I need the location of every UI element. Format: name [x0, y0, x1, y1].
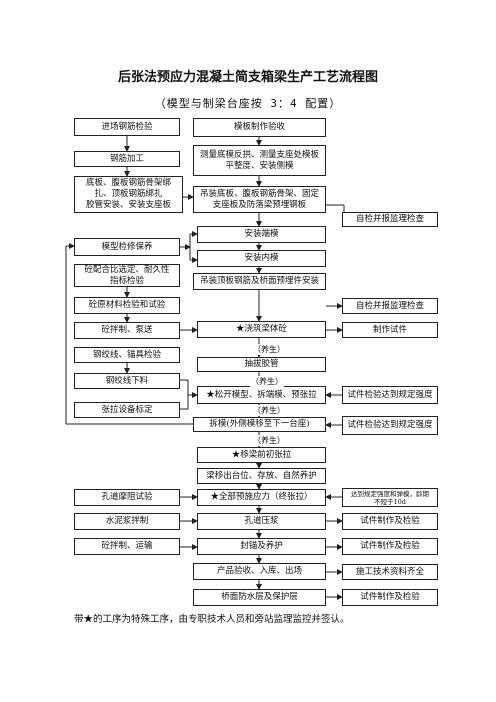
- box-top-rebar-embedded-parts: 吊装顶板钢筋及桥面预埋件安装: [193, 273, 326, 290]
- box-concrete-material-testing: 砼原材料检验和试验: [74, 297, 180, 314]
- box-rebar-cage-binding: 底板、腹板钢筋骨架绑 扎、顶板钢筋绑扎 胶管安装、安装支座板: [74, 176, 183, 213]
- box-specimen-strength-check: 试件检验达到规定强度: [342, 416, 438, 435]
- box-strength-modulus-age: 达到规定强度和弹模，龄期 不短于10d: [342, 488, 438, 507]
- box-mix-design: 砼配合比选定、耐久性 指标检验: [74, 264, 180, 287]
- box-acceptance-storage-shipping: 产品验收、入库、出场: [193, 563, 326, 580]
- box-self-check-supervision: 自检并报监理检查: [342, 212, 438, 227]
- box-rebar-incoming-inspection: 进场钢筋检验: [74, 118, 180, 136]
- box-concrete-mixing-transport: 砼拌制、运输: [74, 538, 180, 555]
- box-specimen-making-testing: 试件制作及检验: [342, 589, 438, 606]
- box-extract-ducts: 抽拔胶管: [197, 357, 326, 372]
- page-subtitle: （模型与制梁台座按 3：4 配置）: [154, 97, 342, 110]
- box-loosen-mold-pretension: ★松开模型、拆端模、预张拉: [197, 386, 326, 404]
- box-rebar-processing: 钢筋加工: [74, 151, 180, 167]
- box-move-storage-curing: 梁移出台位、存放、自然养护: [197, 468, 326, 484]
- box-duct-friction-test: 孔道摩阻试验: [74, 489, 180, 506]
- curing-label: （养生）: [252, 344, 286, 355]
- curing-label: （养生）: [252, 435, 286, 446]
- box-deck-waterproofing: 桥面防水层及保护层: [193, 589, 326, 606]
- curing-label: （养生）: [252, 405, 286, 416]
- box-specimen-making-testing: 试件制作及检验: [342, 513, 438, 530]
- box-concrete-mixing-pumping: 砼拌制、泵送: [74, 322, 180, 339]
- box-self-check-supervision: 自检并报监理检查: [342, 298, 438, 314]
- box-anchor-sealing: 封锚及养护: [197, 538, 326, 555]
- curing-label: （养生）: [250, 376, 284, 387]
- box-strand-cutting: 钢绞线下料: [74, 373, 180, 389]
- box-pour-concrete: ★浇筑梁体砼: [197, 321, 326, 338]
- box-make-specimens: 制作试件: [342, 322, 438, 338]
- box-technical-documents-complete: 施工技术资料齐全: [342, 564, 438, 580]
- page-title: 后张法预应力混凝土简支箱梁生产工艺流程图: [117, 70, 378, 85]
- box-strand-anchor-inspection: 钢绞线、锚具检验: [74, 347, 180, 363]
- box-initial-tension: ★移梁前初张拉: [197, 447, 326, 463]
- box-jack-calibration: 张拉设备标定: [74, 402, 180, 418]
- box-final-tension: ★全部预施应力（终张拉）: [197, 489, 326, 506]
- box-specimen-strength-check: 试件检验达到规定强度: [342, 386, 438, 404]
- box-duct-grouting: 孔道压浆: [197, 513, 326, 530]
- box-demold: 拆模(外侧模移至下一台座): [193, 417, 326, 432]
- box-mold-maintenance: 模型检修保养: [74, 238, 180, 256]
- box-install-inner-mold: 安装内模: [197, 250, 326, 267]
- footnote: 带★的工序为特殊工序，由专职技术人员和旁站监理监控并签认。: [74, 614, 350, 625]
- box-formwork-acceptance: 模板制作验收: [193, 118, 326, 137]
- box-grout-mixing: 水泥浆拌制: [74, 513, 180, 530]
- box-specimen-making-testing: 试件制作及检验: [342, 538, 438, 555]
- box-install-end-mold: 安装端模: [197, 226, 326, 243]
- box-camber-side-mold: 测量底模反拱、测量支座处模板 平整度、安装侧模: [193, 145, 326, 176]
- box-hoist-rebar-cage: 吊装底板、腹板钢筋骨架、固定 支座板及防落梁预埋钢板: [193, 186, 326, 213]
